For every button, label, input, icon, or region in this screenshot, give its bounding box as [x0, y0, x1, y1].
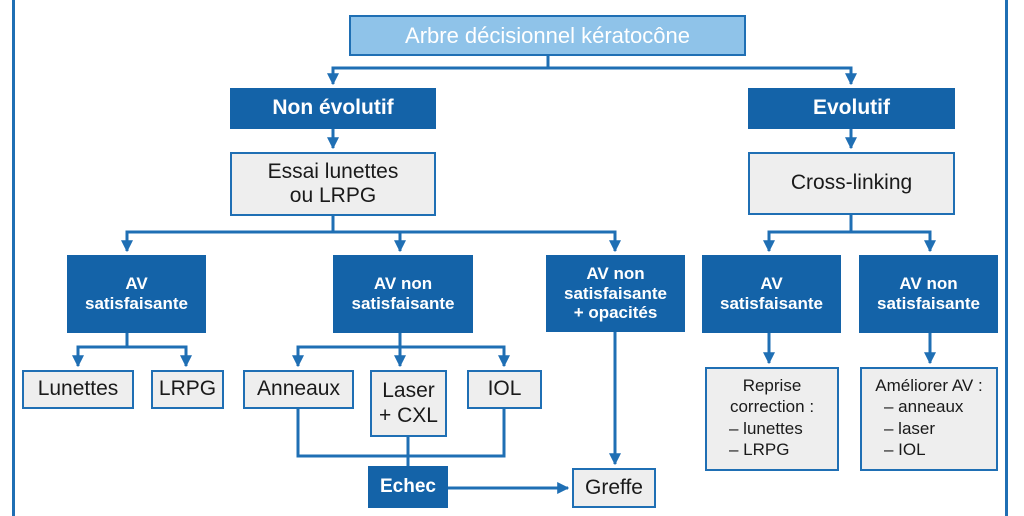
- option-lrpg: LRPG: [151, 370, 224, 409]
- outcome-line: AV non: [373, 274, 433, 294]
- node-greffe: Greffe: [572, 468, 656, 508]
- outcome-evolutif-av-non-satisfaisante: AV non satisfaisante: [859, 255, 998, 333]
- outcome-av-non-satisfaisante: AV non satisfaisante: [333, 255, 473, 333]
- result-ameliorer-av: Améliorer AV : – anneaux – laser – IOL: [860, 367, 998, 471]
- option-iol: IOL: [467, 370, 542, 409]
- option-iol-label: IOL: [487, 377, 522, 401]
- result-head-line: Reprise: [742, 376, 802, 395]
- outcome-line: AV: [125, 274, 148, 294]
- node-greffe-label: Greffe: [585, 475, 643, 499]
- outcome-line: satisfaisante: [564, 283, 667, 303]
- diagram-title: Arbre décisionnel kératocône: [349, 15, 746, 56]
- option-laser-line-2: + CXL: [379, 403, 438, 427]
- diagram-frame: [12, 0, 1008, 516]
- outcome-evolutif-av-satisfaisante: AV satisfaisante: [702, 255, 841, 333]
- result-item: – laser: [884, 418, 936, 438]
- option-lunettes: Lunettes: [22, 370, 134, 409]
- result-item: – IOL: [884, 439, 926, 459]
- branch-evolutif-label: Evolutif: [813, 96, 890, 120]
- option-anneaux: Anneaux: [243, 370, 354, 409]
- step-essai-line-2: ou LRPG: [289, 184, 377, 207]
- option-lrpg-label: LRPG: [158, 377, 217, 401]
- outcome-av-satisfaisante: AV satisfaisante: [67, 255, 206, 333]
- outcome-av-non-satisfaisante-opacites: AV non satisfaisante + opacités: [546, 255, 685, 332]
- result-item: – anneaux: [884, 397, 964, 417]
- step-essai-line-1: Essai lunettes: [267, 159, 399, 183]
- result-item: – lunettes: [729, 418, 803, 438]
- result-item: – LRPG: [729, 439, 790, 459]
- option-laser-line-1: Laser: [382, 379, 435, 403]
- outcome-line: satisfaisante: [351, 294, 455, 313]
- option-laser-cxl: Laser + CXL: [370, 370, 447, 437]
- branch-evolutif: Evolutif: [748, 88, 955, 129]
- node-echec-label: Echec: [380, 476, 436, 498]
- diagram-title-text: Arbre décisionnel kératocône: [405, 22, 690, 48]
- branch-non-evolutif-label: Non évolutif: [272, 96, 394, 120]
- step-essai-lunettes: Essai lunettes ou LRPG: [230, 152, 436, 216]
- result-head-line: Améliorer AV :: [875, 376, 983, 395]
- outcome-line: + opacités: [573, 303, 658, 323]
- result-head-line: correction :: [729, 397, 815, 417]
- outcome-line: satisfaisante: [877, 294, 980, 313]
- outcome-line: AV non: [899, 274, 958, 294]
- outcome-line: satisfaisante: [85, 294, 188, 313]
- step-cross-linking-label: Cross-linking: [790, 171, 913, 195]
- option-anneaux-label: Anneaux: [257, 377, 340, 401]
- branch-non-evolutif: Non évolutif: [230, 88, 436, 129]
- outcome-line: AV non: [586, 264, 645, 284]
- outcome-line: satisfaisante: [720, 294, 823, 313]
- outcome-line: AV: [760, 274, 783, 294]
- connector-title-split: [327, 56, 550, 86]
- step-cross-linking: Cross-linking: [748, 152, 955, 215]
- result-reprise-correction: Reprise correction : – lunettes – LRPG: [705, 367, 839, 471]
- node-echec: Echec: [368, 466, 448, 508]
- option-lunettes-label: Lunettes: [37, 377, 119, 401]
